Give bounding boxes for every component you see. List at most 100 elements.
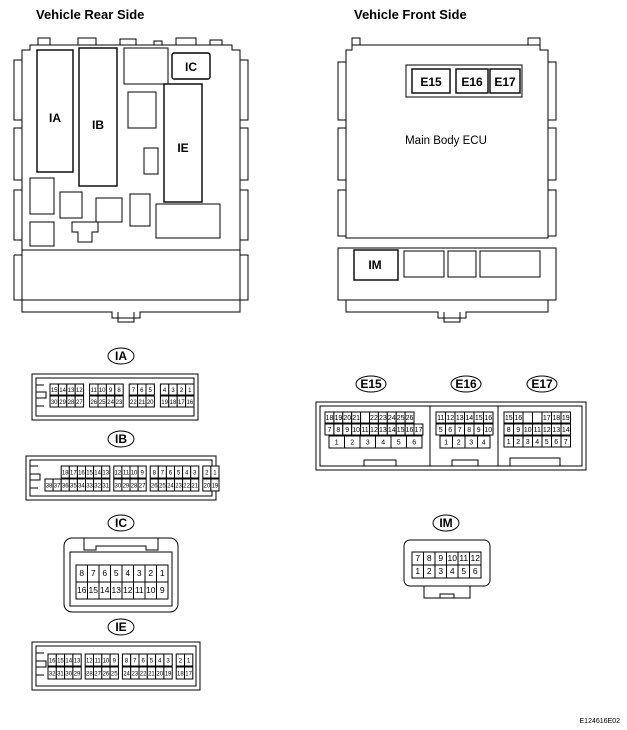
ib-pin: 21 — [191, 484, 198, 490]
e17-pin: 4 — [535, 439, 539, 446]
ib-pin: 16 — [78, 471, 85, 477]
block-e16 — [455, 68, 489, 94]
im-pin: 11 — [459, 553, 468, 563]
block-ia-label: IA — [49, 111, 61, 125]
ie-pin-cell — [163, 653, 173, 667]
ia-pin: 30 — [51, 400, 58, 406]
ia-pin: 29 — [59, 400, 66, 406]
ie-pin: 27 — [94, 672, 101, 678]
connector-e17-label: E17 — [531, 377, 553, 391]
ic-pin: 5 — [114, 568, 119, 578]
e17-pin-cell — [522, 411, 533, 424]
connector-ie-label: IE — [115, 620, 126, 634]
ib-pin-cell — [101, 465, 111, 479]
e15-pin: 23 — [379, 415, 387, 422]
ib-pin: 30 — [115, 484, 122, 490]
e15-pin: 26 — [406, 415, 414, 422]
ib-pin: 24 — [167, 484, 174, 490]
e16-pin-cell — [483, 411, 494, 424]
e17-pin: 2 — [516, 439, 520, 446]
ia-pin-cell — [145, 383, 155, 396]
e17-pin: 7 — [564, 439, 568, 446]
e16-pin: 15 — [475, 415, 483, 422]
connector-ia-label: IA — [115, 349, 127, 363]
e15-pin: 20 — [343, 415, 351, 422]
connector-ic-label: IC — [115, 516, 127, 530]
ie-pin: 26 — [103, 672, 110, 678]
e17-pin: 6 — [554, 439, 558, 446]
block-ib-label: IB — [92, 118, 104, 132]
e15-pin-cell — [406, 435, 423, 449]
e17-pin: 11 — [534, 427, 541, 434]
ie-pin: 21 — [148, 672, 155, 678]
ia-pin: 5 — [149, 388, 153, 394]
ib-pin: 35 — [70, 484, 77, 490]
block-e15-label: E15 — [420, 75, 442, 89]
e16-pin: 1 — [444, 440, 448, 447]
ia-pin: 11 — [91, 388, 98, 394]
ic-pin: 4 — [125, 568, 130, 578]
e15-pin: 14 — [388, 427, 396, 434]
ic-pin: 7 — [91, 568, 96, 578]
ib-pin: 15 — [86, 471, 93, 477]
ib-pin-cell — [101, 478, 111, 492]
e16-pin: 5 — [439, 427, 443, 434]
ib-pin: 6 — [169, 471, 173, 477]
front-ecu-block: IM E15 E16 E17 Main Body ECU — [337, 37, 557, 323]
ia-pin: 1 — [188, 388, 192, 394]
ia-pin: 25 — [99, 400, 106, 406]
ie-pin: 11 — [95, 659, 102, 665]
ie-pin: 17 — [185, 672, 192, 678]
im-pin: 10 — [448, 553, 458, 563]
ie-pin: 28 — [86, 672, 93, 678]
ib-pin: 9 — [140, 471, 144, 477]
e15-pin: 6 — [412, 440, 416, 447]
rear-side-title: Vehicle Rear Side — [36, 7, 144, 22]
block-im-label: IM — [368, 258, 381, 272]
e17-pin: 13 — [552, 427, 560, 434]
e15-pin: 25 — [397, 415, 405, 422]
ib-pin: 5 — [177, 471, 181, 477]
ic-pin: 1 — [160, 568, 165, 578]
block-ie — [163, 83, 203, 203]
ib-pin: 32 — [94, 484, 101, 490]
ie-pin: 24 — [123, 672, 130, 678]
ia-pin: 28 — [68, 400, 75, 406]
ie-pin-cell — [72, 653, 82, 667]
im-pin: 3 — [438, 566, 443, 576]
ib-pin: 19 — [212, 484, 219, 490]
e16-pin: 3 — [469, 440, 473, 447]
ib-pin: 14 — [94, 471, 101, 477]
ia-pin: 14 — [59, 388, 66, 394]
ib-pin: 3 — [193, 471, 197, 477]
ia-pin: 10 — [99, 388, 106, 394]
e16-pin: 8 — [467, 427, 471, 434]
ia-pin-cell — [185, 395, 195, 408]
ib-pin: 37 — [54, 484, 61, 490]
ie-pin: 15 — [57, 659, 64, 665]
ib-pin-cell — [137, 465, 147, 479]
ia-pin: 15 — [51, 388, 58, 394]
ia-pin: 16 — [186, 400, 193, 406]
block-im — [353, 249, 399, 281]
e15-pin: 7 — [327, 427, 331, 434]
ia-pin: 22 — [130, 400, 137, 406]
im-pin: 5 — [461, 566, 466, 576]
ib-pin: 33 — [86, 484, 93, 490]
im-pin: 12 — [471, 553, 481, 563]
ie-pin: 10 — [103, 659, 110, 665]
ib-pin-cell — [210, 465, 220, 479]
e16-pin: 11 — [437, 415, 444, 422]
ie-pin: 30 — [65, 672, 72, 678]
block-e16-label: E16 — [461, 75, 483, 89]
ic-pin: 9 — [160, 585, 165, 595]
e17-pin: 18 — [552, 415, 560, 422]
ib-pin: 22 — [183, 484, 190, 490]
e16-pin-cell — [477, 435, 491, 449]
ie-pin: 25 — [111, 672, 118, 678]
ia-pin: 3 — [171, 388, 175, 394]
main-body-ecu-label: Main Body ECU — [405, 135, 487, 147]
block-e17-label: E17 — [494, 75, 516, 89]
ia-pin: 18 — [170, 400, 177, 406]
e17-pin: 1 — [507, 439, 511, 446]
